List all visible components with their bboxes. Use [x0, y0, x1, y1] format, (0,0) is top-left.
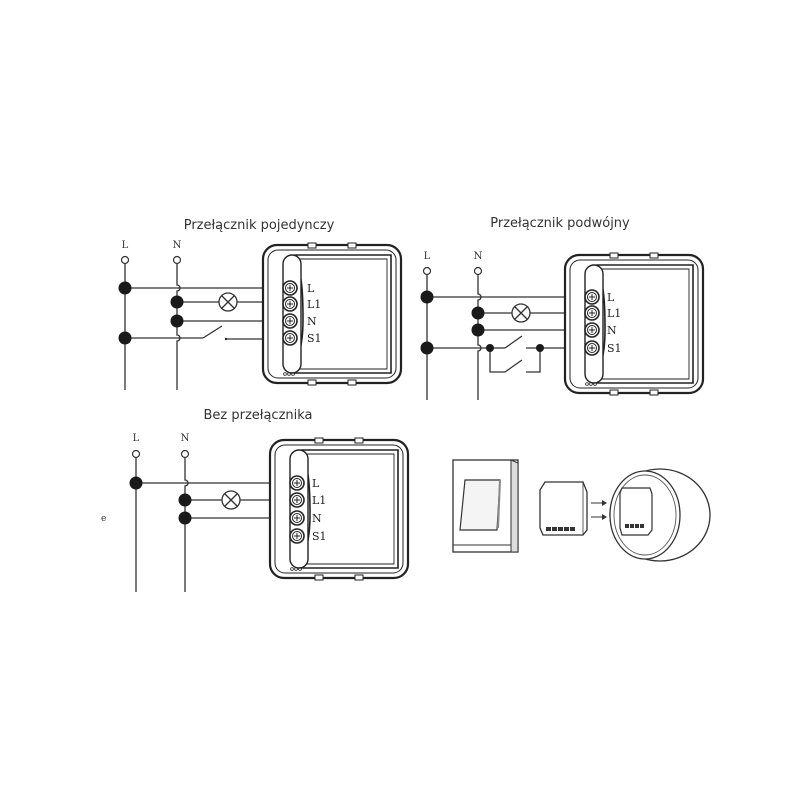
terminal-label: L: [307, 282, 315, 295]
bus-label-l: L: [122, 240, 129, 251]
arrow-icon: [591, 500, 607, 520]
relay-module: [268, 436, 410, 582]
bus-label-l: L: [133, 433, 140, 444]
bus-label-n: N: [181, 433, 190, 444]
terminal-label: N: [307, 315, 317, 328]
stray-mark: e: [101, 514, 106, 524]
bus-label-n: N: [474, 251, 483, 262]
relay-module: [563, 251, 705, 397]
terminal-label: L: [312, 477, 320, 490]
terminal-label: L1: [607, 307, 621, 320]
diagram-two-way-switch: Przełącznik podwójny L N L L1 N S1: [420, 216, 705, 400]
terminal-label: N: [312, 512, 322, 525]
wall-box-icon: [609, 468, 711, 562]
terminal-label: N: [607, 324, 617, 337]
relay-module: [261, 241, 403, 387]
bus-label-l: L: [424, 251, 431, 262]
diagram-single-switch: Przełącznik pojedynczy L N L L1 N S1: [118, 218, 403, 390]
terminal-label: S1: [607, 342, 622, 355]
wall-switch-icon: [452, 459, 519, 553]
diagram-title: Przełącznik pojedynczy: [184, 218, 335, 233]
relay-module-icon: [539, 481, 588, 536]
installation-illustration: [452, 459, 711, 562]
terminal-label: L1: [307, 298, 321, 311]
terminal-label: S1: [312, 530, 327, 543]
diagram-no-switch: Bez przełącznika L N L L1 N S1: [129, 408, 410, 592]
diagram-title: Przełącznik podwójny: [490, 216, 630, 231]
terminal-label: S1: [307, 332, 322, 345]
terminal-label: L1: [312, 494, 326, 507]
terminal-label: L: [607, 291, 615, 304]
diagram-title: Bez przełącznika: [203, 408, 312, 423]
bus-label-n: N: [173, 240, 182, 251]
